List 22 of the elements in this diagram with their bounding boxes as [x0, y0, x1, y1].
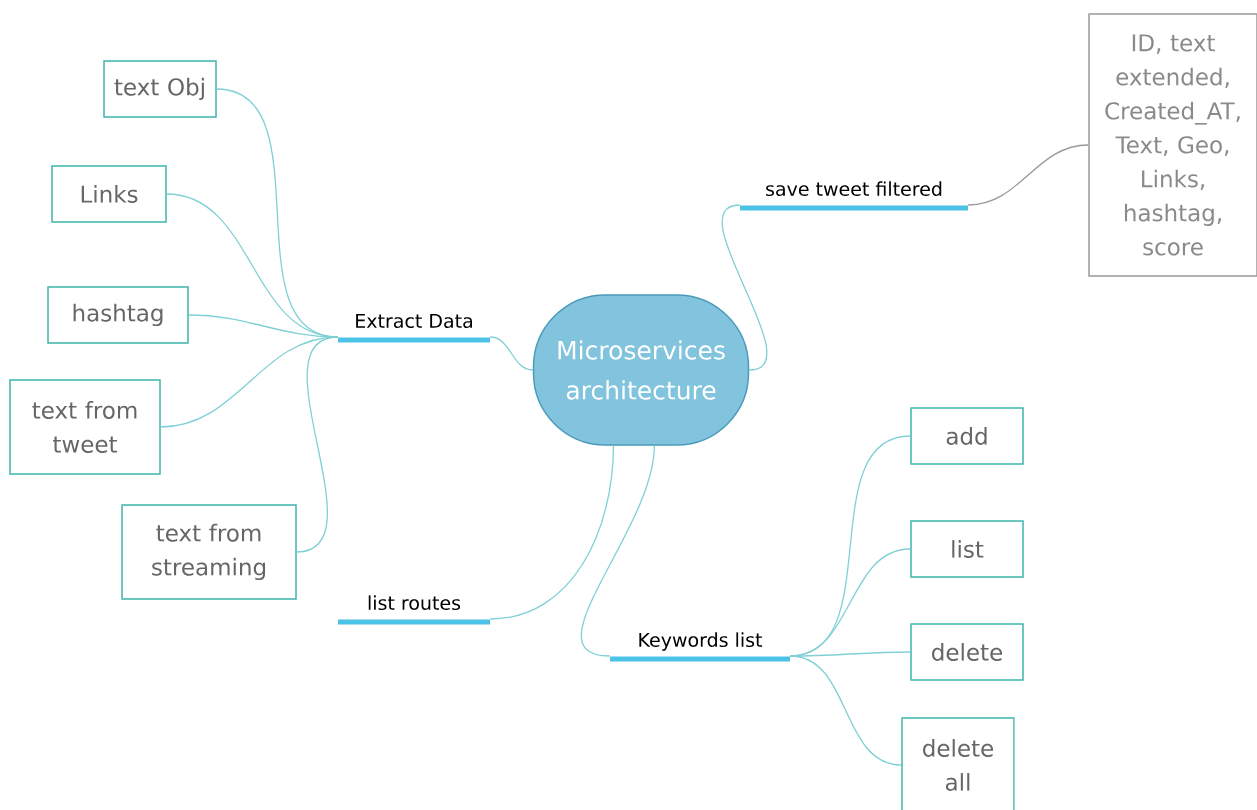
leaf-box: delete — [910, 623, 1024, 681]
branch-label: Keywords list — [610, 632, 790, 662]
leaf-box: list — [910, 520, 1024, 578]
connector-line — [489, 445, 615, 620]
connector-line — [296, 336, 339, 553]
connector-line — [721, 204, 768, 371]
branch-label: list routes — [338, 595, 490, 625]
branch-label: save tweet filtered — [740, 181, 968, 211]
connector-line — [580, 445, 655, 657]
leaf-box: ID, text extended, Created_AT, Text, Geo, Links, hashtag, score — [1088, 13, 1257, 277]
connector-line — [489, 336, 534, 371]
leaf-box: text from tweet — [9, 379, 161, 475]
leaf-box: text from streaming — [121, 504, 297, 600]
leaf-box: Links — [51, 165, 167, 223]
branch-label: Extract Data — [338, 313, 490, 343]
connector-line — [967, 144, 1089, 206]
leaf-box: text Obj — [103, 60, 217, 118]
leaf-box: delete all — [901, 717, 1015, 810]
connector-line — [160, 336, 339, 428]
leaf-box: hashtag — [47, 286, 189, 344]
connector-line — [789, 655, 902, 766]
leaf-box: add — [910, 407, 1024, 465]
